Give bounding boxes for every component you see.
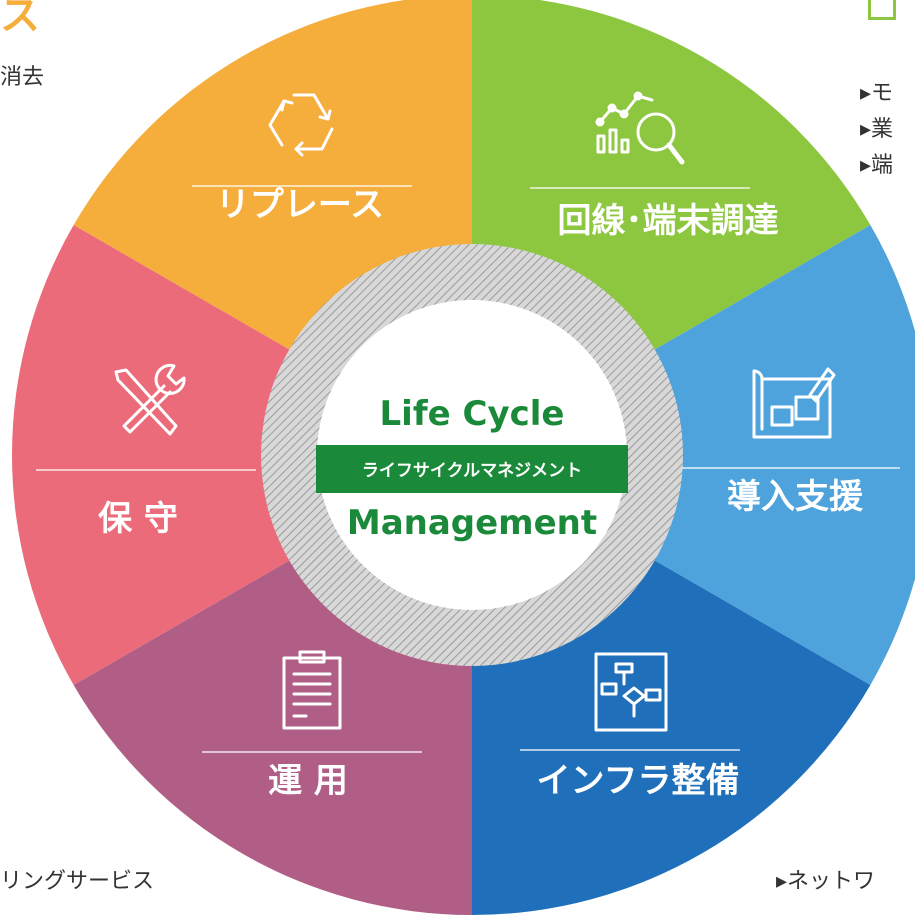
segment-maintenance	[11, 225, 295, 685]
bottom-left-text: リングサービス	[0, 869, 155, 894]
top-right-item-3: ▸端	[860, 153, 894, 178]
top-left-text: 消去	[0, 65, 45, 90]
top-right-item-2: ▸業	[860, 117, 894, 142]
center-title-top: Life Cycle	[380, 394, 565, 434]
blueprint-icon	[752, 367, 836, 439]
segment-operation	[73, 557, 473, 915]
segment-support	[649, 225, 915, 685]
segment-label-support: 導入支援	[727, 477, 864, 517]
segment-label-replace: リプレース	[216, 185, 384, 225]
tools-icon	[114, 363, 186, 436]
top-right-item-1: ▸モ	[860, 81, 894, 106]
segment-label-infra: インフラ整備	[537, 761, 740, 801]
center-title-bottom: Management	[347, 503, 597, 543]
center-badge-text: ライフサイクルマネジメント	[362, 461, 582, 481]
flowchart-icon	[594, 652, 668, 732]
bottom-right-text: ▸ネットワ	[776, 869, 876, 894]
top-right-tag	[868, 0, 896, 20]
recycle-icon	[268, 93, 334, 157]
segment-label-procurement: 回線･端末調達	[558, 201, 779, 241]
analytics-search-icon	[595, 91, 685, 165]
segment-label-maintenance: 保 守	[98, 499, 178, 539]
segment-procurement	[472, 0, 871, 353]
top-left-heading: ス	[0, 0, 40, 39]
segment-replace	[73, 0, 472, 353]
segment-infra	[472, 557, 871, 915]
segment-label-operation: 運 用	[268, 761, 348, 801]
clipboard-icon	[282, 650, 342, 730]
center-badge	[316, 445, 628, 493]
